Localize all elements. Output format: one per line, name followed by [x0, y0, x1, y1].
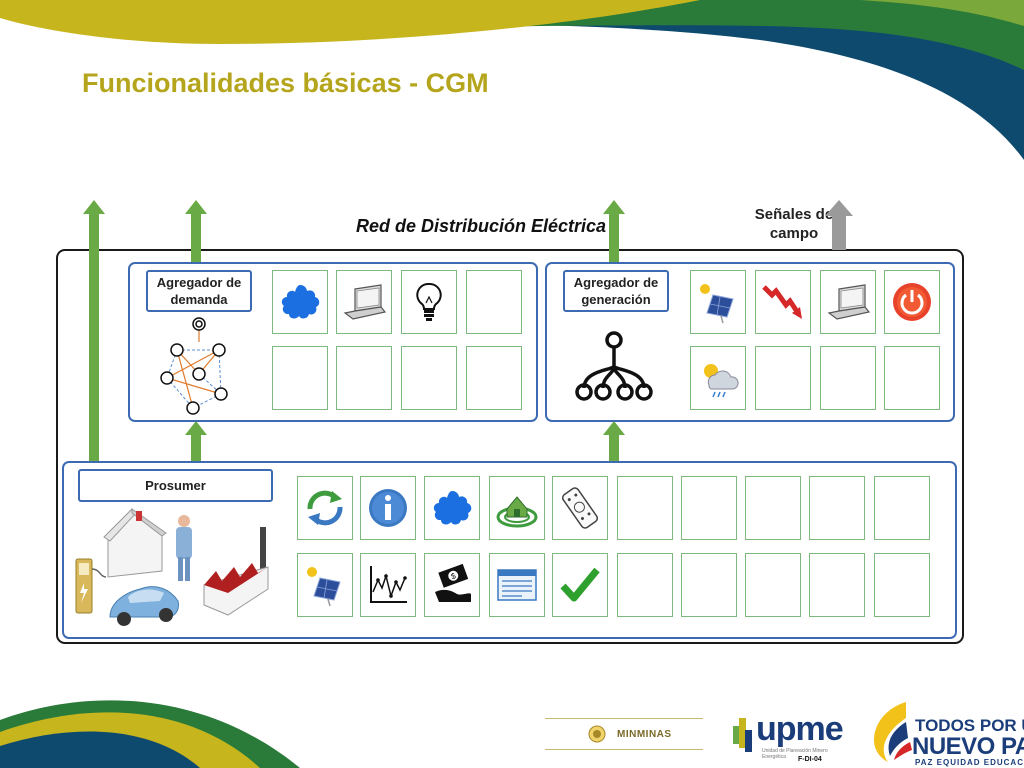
invoice-icon: [497, 569, 537, 601]
prosumer-cell-invoice: [489, 553, 545, 617]
prosumer-cell-empty: [809, 476, 865, 540]
prosumer-cell-empty: [809, 553, 865, 617]
generation-cell-power: [884, 270, 940, 334]
prosumer-cell-empty: [745, 553, 801, 617]
demand-cell-empty: [336, 346, 392, 410]
house-icon: [107, 510, 163, 578]
minminas-logo: MINMINAS: [545, 718, 703, 750]
slogan-line-1: TODOS POR UN: [915, 716, 1024, 735]
prosumer-cell-info: [360, 476, 416, 540]
laptop-icon: [827, 284, 871, 320]
prosumer-cell-payment: $: [424, 553, 480, 617]
todos-por-un-nuevo-pais-logo-mark-icon: [874, 702, 912, 762]
prosumer-cell-empty: [681, 476, 737, 540]
svg-text:$: $: [450, 571, 458, 581]
arrow-up-field-signals: [825, 200, 853, 250]
prosumer-cell-empty: [745, 476, 801, 540]
generation-cell-solar: [690, 270, 746, 334]
arrow-up-demand-bottom: [185, 421, 207, 463]
generation-cell-empty: [820, 346, 876, 410]
generation-cell-falling-chart: [755, 270, 811, 334]
demand-cell-cloud: [272, 270, 328, 334]
prosumer-cell-empty: [874, 476, 930, 540]
prosumer-cell-check: [552, 553, 608, 617]
remote-control-icon: [561, 487, 599, 529]
prosumer-cell-empty: [874, 553, 930, 617]
upme-subtitle: Unidad de Planeación Minero Energética: [762, 748, 828, 760]
prosumer-cell-empty: [617, 553, 673, 617]
generation-aggregator-label: Agregador de generación: [563, 270, 669, 312]
prosumer-cell-smart-home: [489, 476, 545, 540]
demand-cell-empty: [466, 346, 522, 410]
info-icon: [369, 489, 407, 527]
line-chart-icon: [370, 566, 407, 603]
upme-logo-mark-icon: [733, 718, 752, 752]
prosumer-cell-empty: [617, 476, 673, 540]
upme-logo-text: upme: [756, 710, 844, 748]
solar-panel-icon: [307, 567, 341, 607]
cloud-icon: [433, 491, 472, 525]
prosumer-cell-line-chart: [360, 553, 416, 617]
demand-cell-empty: [401, 346, 457, 410]
slide-title: Funcionalidades básicas - CGM: [82, 68, 489, 98]
arrow-up-demand-top: [185, 200, 207, 264]
prosumer-cell-solar: [297, 553, 353, 617]
arrow-up-prosumer-left: [83, 200, 105, 465]
prosumer-cell-cloud: [424, 476, 480, 540]
demand-cell-empty: [272, 346, 328, 410]
hierarchy-tree-icon: [575, 331, 653, 401]
electric-car-icon: [109, 586, 179, 626]
prosumer-cell-empty: [681, 553, 737, 617]
recycle-arrows-icon: [307, 490, 343, 526]
arrow-up-generation-bottom: [603, 421, 625, 463]
field-signals-label: Señales de campo: [754, 206, 834, 242]
footer-swoosh-decoration: [0, 700, 300, 768]
cloud-icon: [281, 285, 320, 319]
generation-cell-laptop: [820, 270, 876, 334]
laptop-icon: [343, 284, 387, 320]
falling-chart-icon: [762, 285, 802, 319]
prosumer-cell-remote: [552, 476, 608, 540]
generation-cell-weather: [690, 346, 746, 410]
factory-icon: [203, 527, 269, 616]
arrow-up-generation-top: [603, 200, 625, 264]
person-icon: [176, 515, 192, 581]
prosumer-label: Prosumer: [78, 469, 273, 502]
form-code: F-DI-04: [798, 756, 822, 763]
header-swoosh-decoration: [0, 0, 1024, 160]
smart-home-icon: [496, 496, 538, 528]
minminas-text: MINMINAS: [617, 728, 672, 740]
solar-panel-icon: [700, 284, 734, 324]
ev-charger-icon: [75, 558, 107, 614]
demand-network-graph-icon: [160, 317, 228, 415]
prosumer-cell-recycle: [297, 476, 353, 540]
payment-icon: $: [435, 563, 471, 602]
demand-cell-laptop: [336, 270, 392, 334]
weather-icon: [704, 364, 739, 398]
generation-cell-empty: [755, 346, 811, 410]
network-title: Red de Distribución Eléctrica: [356, 216, 607, 236]
checkmark-icon: [560, 567, 600, 602]
prosumer-scene-illustration: [75, 508, 269, 626]
generation-cell-empty: [884, 346, 940, 410]
slogan-line-2: NUEVO PAÍS: [912, 733, 1024, 760]
lightbulb-icon: [416, 282, 442, 321]
colombia-shield-icon: [588, 725, 606, 743]
slogan-line-3: PAZ EQUIDAD EDUCACIÓN: [915, 758, 1024, 767]
demand-aggregator-label: Agregador de demanda: [146, 270, 252, 312]
power-button-icon: [893, 283, 931, 321]
demand-cell-empty: [466, 270, 522, 334]
demand-cell-lightbulb: [401, 270, 457, 334]
